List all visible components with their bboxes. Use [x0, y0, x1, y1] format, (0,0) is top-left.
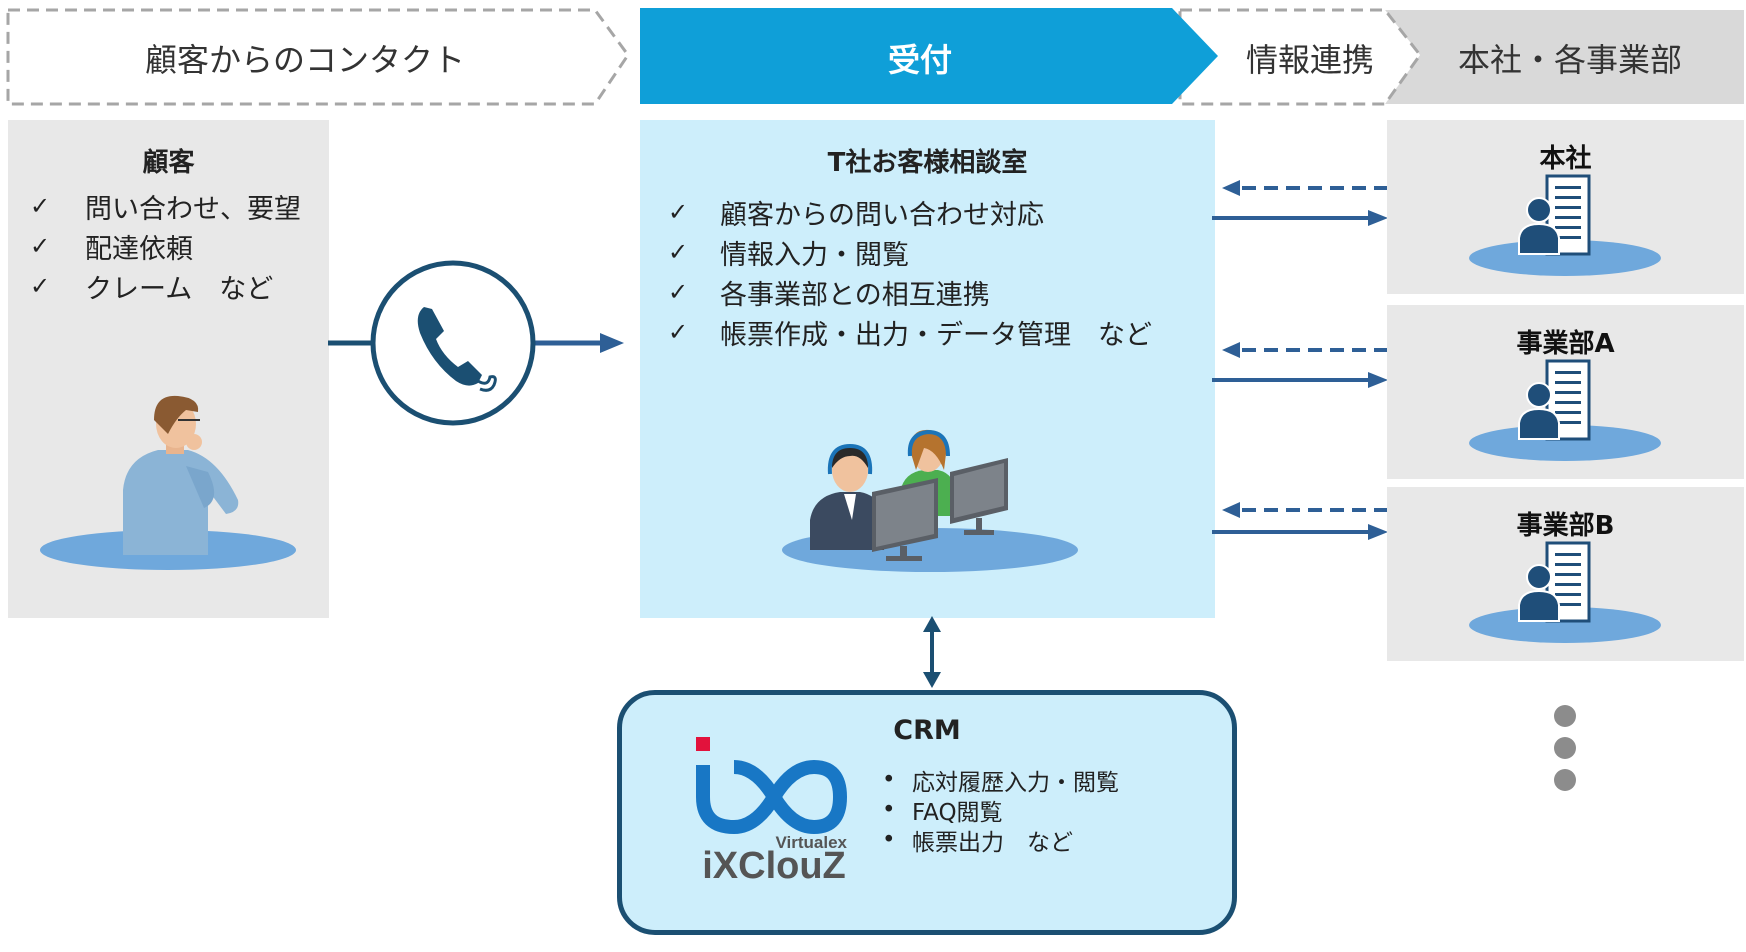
check-icon: ✓ [30, 272, 51, 300]
check-icon: ✓ [668, 238, 689, 266]
bullet-icon: • [882, 827, 896, 853]
dept-a-arrows [1212, 342, 1388, 388]
reception-item-label: 顧客からの問い合わせ対応 [720, 199, 1044, 231]
check-icon: ✓ [30, 192, 51, 220]
crm-item-label: 帳票出力 など [912, 830, 1073, 856]
customer-item: ✓ 問い合わせ、要望 [30, 186, 301, 226]
department-link-arrows [1212, 180, 1388, 540]
crm-item-label: 応対履歴入力・閲覧 [912, 770, 1119, 796]
phone-icon [417, 307, 497, 392]
building-person-icon [1469, 541, 1661, 643]
more-dots-icon [1554, 705, 1576, 791]
department-title: 本社 [1539, 144, 1592, 174]
customer-item-label: 配達依頼 [85, 233, 193, 265]
header-hq-chevron [1385, 10, 1744, 104]
operators-icon [782, 429, 1078, 572]
reception-list: ✓ 顧客からの問い合わせ対応 ✓ 情報入力・閲覧 ✓ 各事業部との相互連携 ✓ 帳票作成… [668, 192, 1152, 352]
building-person-icon [1469, 174, 1661, 276]
phone-connector [328, 260, 624, 426]
customer-panel: 顧客 ✓ 問い合わせ、要望 ✓ 配達依頼 ✓ クレーム など [8, 120, 329, 618]
customer-item: ✓ 配達依頼 [30, 226, 301, 266]
department-title: 事業部A [1516, 329, 1615, 359]
reception-item-label: 情報入力・閲覧 [720, 239, 909, 271]
crm-item-label: FAQ閲覧 [912, 800, 1003, 826]
logo-product-text: iXClouZ [702, 845, 846, 887]
department-panel-hq: 本社 [1387, 120, 1744, 294]
crm-list: • 応対履歴入力・閲覧 • FAQ閲覧 • 帳票出力 など [882, 765, 1119, 856]
reception-item-label: 帳票作成・出力・データ管理 など [720, 319, 1152, 351]
crm-box: CRM Virtualex iXClouZ • 応対履歴入力・閲覧 • FAQ閲覧 … [617, 690, 1237, 935]
check-icon: ✓ [668, 198, 689, 226]
customer-person-icon [40, 395, 296, 570]
ixclouz-logo [696, 737, 848, 835]
customer-list: ✓ 問い合わせ、要望 ✓ 配達依頼 ✓ クレーム など [30, 186, 301, 306]
header-reception-label: 受付 [887, 41, 952, 79]
reception-item: ✓ 情報入力・閲覧 [668, 232, 1152, 272]
reception-item: ✓ 顧客からの問い合わせ対応 [668, 192, 1152, 232]
reception-item-label: 各事業部との相互連携 [720, 279, 990, 311]
check-icon: ✓ [668, 278, 689, 306]
customer-item: ✓ クレーム など [30, 266, 301, 306]
crm-item: • 帳票出力 など [882, 825, 1119, 856]
customer-title: 顧客 [142, 148, 195, 178]
header-bar [6, 8, 1744, 106]
bullet-icon: • [882, 767, 896, 793]
department-panel-a: 事業部A [1387, 305, 1744, 479]
reception-item: ✓ 各事業部との相互連携 [668, 272, 1152, 312]
header-reception-chevron [640, 8, 1218, 104]
department-panel-b: 事業部B [1387, 487, 1744, 661]
crm-item: • 応対履歴入力・閲覧 [882, 765, 1119, 796]
header-hq-depts-label: 本社・各事業部 [1457, 41, 1682, 79]
hq-arrows [1212, 180, 1388, 226]
check-icon: ✓ [30, 232, 51, 260]
reception-title: T社お客様相談室 [827, 148, 1028, 178]
header-contact-chevron [6, 8, 630, 106]
dept-b-arrows [1212, 502, 1388, 540]
bullet-icon: • [882, 797, 896, 823]
crm-item: • FAQ閲覧 [882, 795, 1119, 826]
crm-title: CRM [893, 715, 961, 746]
building-person-icon [1469, 359, 1661, 461]
logo-brand-text: Virtualex [775, 833, 847, 852]
check-icon: ✓ [668, 318, 689, 346]
header-contact-label: 顧客からのコンタクト [144, 41, 465, 79]
department-title: 事業部B [1516, 511, 1615, 541]
customer-item-label: クレーム など [85, 273, 274, 305]
crm-link-arrow [923, 616, 941, 688]
customer-item-label: 問い合わせ、要望 [85, 193, 301, 225]
reception-panel: T社お客様相談室 ✓ 顧客からの問い合わせ対応 ✓ 情報入力・閲覧 ✓ 各事業部との相… [640, 120, 1215, 618]
reception-item: ✓ 帳票作成・出力・データ管理 など [668, 312, 1152, 352]
header-info-link-label: 情報連携 [1245, 41, 1374, 79]
